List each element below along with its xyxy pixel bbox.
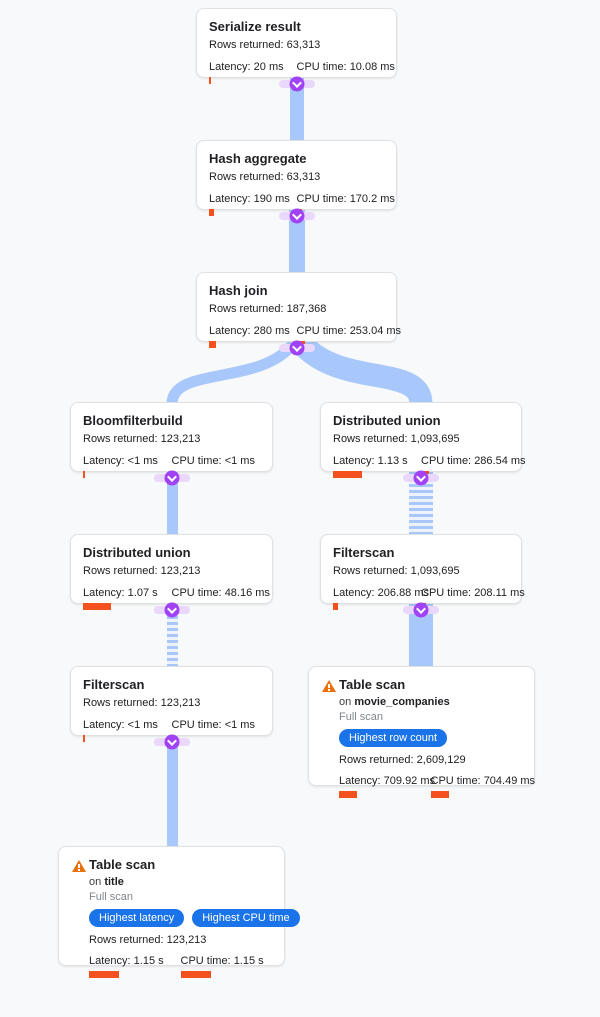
link-distributed-union-to-filterscan-left — [167, 604, 178, 666]
latency-bar — [83, 735, 85, 742]
chevron-down-icon — [413, 470, 429, 486]
link-serialize-to-hash-aggregate — [290, 78, 304, 140]
cpu-metric: CPU time: 1.15 s — [180, 955, 273, 978]
cpu-metric: CPU time: 48.16 ms — [171, 587, 270, 610]
latency-bar — [209, 209, 214, 216]
badge-highest-row-count: Highest row count — [339, 729, 448, 747]
collapse-connector-hash-aggregate[interactable] — [279, 208, 315, 224]
rows-returned: Rows returned: 123,213 — [83, 697, 201, 709]
latency-bar — [209, 341, 216, 348]
node-title: Filterscan — [333, 545, 395, 560]
collapse-connector-serialize-result[interactable] — [279, 76, 315, 92]
rows-returned: Rows returned: 123,213 — [83, 565, 201, 577]
rows-returned: Rows returned: 1,093,695 — [333, 565, 460, 577]
scan-type: Full scan — [89, 891, 134, 903]
cpu-metric: CPU time: <1 ms — [171, 455, 261, 478]
plan-node-distributed-union-left[interactable]: Distributed union Rows returned: 123,213… — [70, 534, 273, 610]
link-hash-join-branches — [166, 342, 433, 404]
node-title: Hash aggregate — [209, 151, 307, 166]
link-hash-aggregate-to-hash-join — [289, 210, 305, 272]
plan-node-table-scan-movie-companies[interactable]: Table scan on movie_companies Full scan … — [308, 666, 535, 798]
latency-bar — [89, 971, 119, 978]
node-title: Bloomfilterbuild — [83, 413, 183, 428]
latency-metric: Latency: 709.92 ms — [339, 775, 435, 798]
latency-metric: Latency: 190 ms — [209, 193, 297, 216]
chevron-down-icon — [413, 602, 429, 618]
badge-highest-cpu-time: Highest CPU time — [192, 909, 300, 927]
collapse-connector-distributed-union-right[interactable] — [403, 470, 439, 486]
plan-node-bloomfilterbuild[interactable]: Bloomfilterbuild Rows returned: 123,213 … — [70, 402, 273, 478]
latency-metric: Latency: <1 ms — [83, 455, 172, 478]
latency-metric: Latency: 280 ms — [209, 325, 297, 348]
scan-type: Full scan — [339, 711, 384, 723]
plan-node-filterscan-left[interactable]: Filterscan Rows returned: 123,213 Latenc… — [70, 666, 273, 742]
latency-metric: Latency: 206.88 ms — [333, 587, 429, 610]
link-bloomfilterbuild-to-distributed-union — [167, 472, 178, 534]
rows-returned: Rows returned: 2,609,129 — [339, 754, 466, 766]
table-name: on title — [89, 876, 124, 888]
cpu-metric: CPU time: 10.08 ms — [296, 61, 395, 84]
latency-metric: Latency: 1.07 s — [83, 587, 172, 610]
node-title: Distributed union — [333, 413, 441, 428]
chevron-down-icon — [164, 470, 180, 486]
latency-bar — [339, 791, 357, 798]
latency-metric: Latency: 1.13 s — [333, 455, 421, 478]
badge-highest-latency: Highest latency — [89, 909, 185, 927]
chevron-down-icon — [164, 602, 180, 618]
latency-bar — [209, 77, 211, 84]
node-title: Filterscan — [83, 677, 145, 692]
warning-icon — [322, 680, 336, 692]
cpu-metric: CPU time: <1 ms — [171, 719, 261, 742]
cpu-bar — [430, 791, 449, 798]
collapse-connector-hash-join[interactable] — [279, 340, 315, 356]
rows-returned: Rows returned: 187,368 — [209, 303, 327, 315]
collapse-connector-bloomfilterbuild[interactable] — [154, 470, 190, 486]
cpu-metric: CPU time: 286.54 ms — [421, 455, 526, 478]
node-title: Serialize result — [209, 19, 301, 34]
latency-metric: Latency: 1.15 s — [89, 955, 181, 978]
node-title: Table scan — [89, 857, 156, 872]
chevron-down-icon — [289, 208, 305, 224]
node-title: Distributed union — [83, 545, 191, 560]
warning-icon — [72, 860, 86, 872]
latency-bar — [83, 471, 85, 478]
latency-metric: Latency: <1 ms — [83, 719, 172, 742]
latency-bar — [333, 603, 338, 610]
rows-returned: Rows returned: 63,313 — [209, 171, 321, 183]
plan-node-filterscan-right[interactable]: Filterscan Rows returned: 1,093,695 Late… — [320, 534, 525, 610]
rows-returned: Rows returned: 63,313 — [209, 39, 321, 51]
latency-bar — [333, 471, 362, 478]
plan-node-table-scan-title[interactable]: Table scan on title Full scan Highest la… — [58, 846, 300, 978]
latency-metric: Latency: 20 ms — [209, 61, 297, 84]
plan-node-serialize-result[interactable]: Serialize result Rows returned: 63,313 L… — [196, 8, 397, 84]
table-name: on movie_companies — [339, 696, 450, 708]
cpu-bar — [180, 971, 211, 978]
rows-returned: Rows returned: 1,093,695 — [333, 433, 460, 445]
plan-node-hash-aggregate[interactable]: Hash aggregate Rows returned: 63,313 Lat… — [196, 140, 397, 216]
rows-returned: Rows returned: 123,213 — [83, 433, 201, 445]
latency-bar — [83, 603, 111, 610]
chevron-down-icon — [164, 734, 180, 750]
chevron-down-icon — [289, 340, 305, 356]
cpu-metric: CPU time: 253.04 ms — [296, 325, 401, 348]
plan-node-distributed-union-right[interactable]: Distributed union Rows returned: 1,093,6… — [320, 402, 526, 478]
collapse-connector-filterscan-right[interactable] — [403, 602, 439, 618]
chevron-down-icon — [289, 76, 305, 92]
node-title: Table scan — [339, 677, 406, 692]
rows-returned: Rows returned: 123,213 — [89, 934, 207, 946]
link-filterscan-to-table-scan-left — [167, 736, 178, 846]
cpu-metric: CPU time: 170.2 ms — [296, 193, 395, 216]
node-title: Hash join — [209, 283, 268, 298]
collapse-connector-filterscan-left[interactable] — [154, 734, 190, 750]
cpu-metric: CPU time: 704.49 ms — [430, 775, 535, 798]
plan-node-hash-join[interactable]: Hash join Rows returned: 187,368 Latency… — [196, 272, 401, 348]
collapse-connector-distributed-union-left[interactable] — [154, 602, 190, 618]
